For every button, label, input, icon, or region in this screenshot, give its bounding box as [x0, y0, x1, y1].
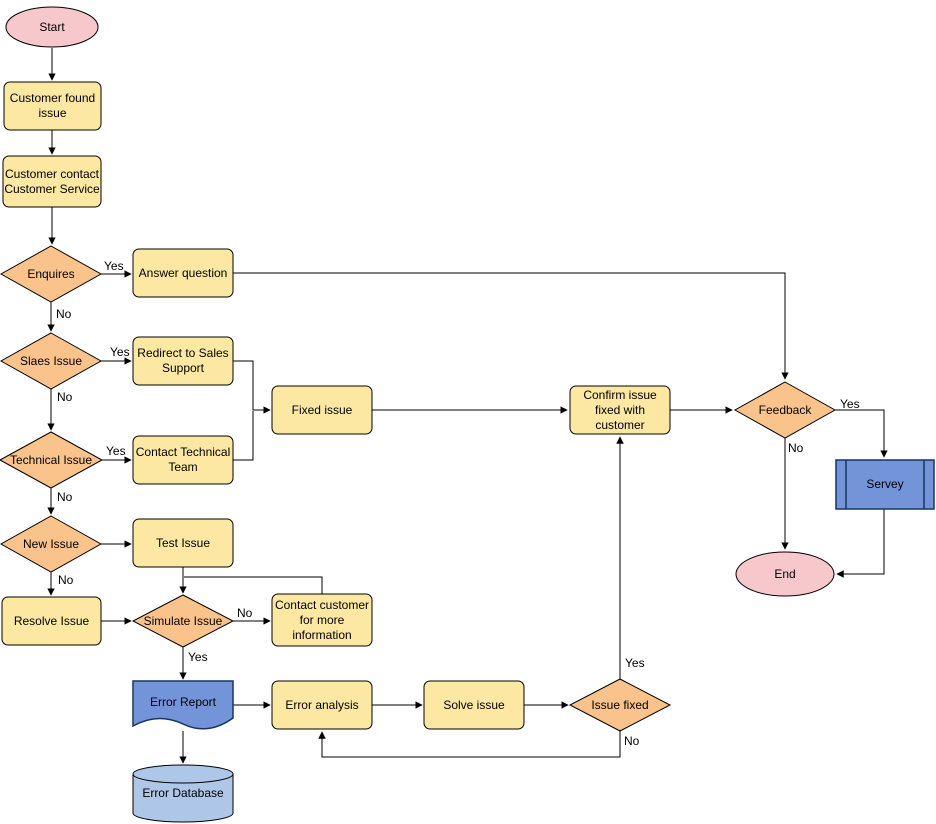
- edge-label-feedback-yes: Yes: [840, 397, 860, 411]
- enquires-decision-shape: [0, 245, 103, 303]
- confirm-issue-shape: [569, 385, 671, 435]
- contact-technical-shape: [132, 435, 234, 485]
- redirect-sales-shape: [132, 336, 234, 386]
- error-database-cylinder-shape: [132, 764, 234, 823]
- edge-label-issue-fixed-yes: Yes: [625, 656, 645, 670]
- edge-label-sales-no: No: [57, 390, 73, 404]
- edge-survey-to-end: [836, 509, 885, 578]
- start-node-shape: [5, 6, 99, 48]
- edge-contact-customer-loopback: [184, 576, 323, 594]
- sales-issue-decision-shape: [0, 332, 103, 390]
- edge-label-sales-yes: Yes: [110, 345, 130, 359]
- customer-contact-shape: [2, 155, 102, 208]
- edge-label-simulate-no: No: [237, 606, 253, 620]
- edge-contact-team-to-fixed-issue: [233, 411, 254, 461]
- test-issue-shape: [132, 518, 234, 568]
- solve-issue-shape: [423, 680, 525, 730]
- fixed-issue-shape: [271, 385, 373, 435]
- edge-label-new-issue-no: No: [58, 573, 74, 587]
- simulate-issue-decision-shape: [131, 594, 235, 648]
- edge-redirect-to-fixed-issue: [233, 360, 271, 414]
- survey-predefined-process-shape: [835, 459, 935, 510]
- resolve-issue-shape: [1, 596, 102, 646]
- edge-feedback-yes-survey: [835, 409, 888, 458]
- edge-label-enquires-yes: Yes: [104, 259, 124, 273]
- edge-label-technical-no: No: [57, 490, 73, 504]
- edge-label-feedback-no: No: [788, 441, 804, 455]
- technical-issue-decision-shape: [0, 431, 104, 489]
- feedback-decision-shape: [733, 381, 837, 439]
- edge-label-technical-yes: Yes: [106, 444, 126, 458]
- new-issue-decision-shape: [0, 515, 103, 573]
- edge-label-issue-fixed-no: No: [624, 734, 640, 748]
- error-analysis-shape: [271, 680, 373, 730]
- contact-customer-shape: [271, 593, 373, 647]
- edge-label-simulate-yes: Yes: [188, 650, 208, 664]
- answer-question-shape: [132, 248, 234, 298]
- edge-label-enquires-no: No: [56, 307, 72, 321]
- edge-answer-question-to-feedback: [233, 272, 789, 380]
- customer-found-issue-shape: [3, 81, 102, 131]
- end-node-shape: [735, 551, 835, 597]
- issue-fixed-decision-shape: [568, 678, 672, 732]
- edge-issue-fixed-no-analysis: [318, 731, 621, 758]
- error-report-document-shape: [132, 680, 234, 730]
